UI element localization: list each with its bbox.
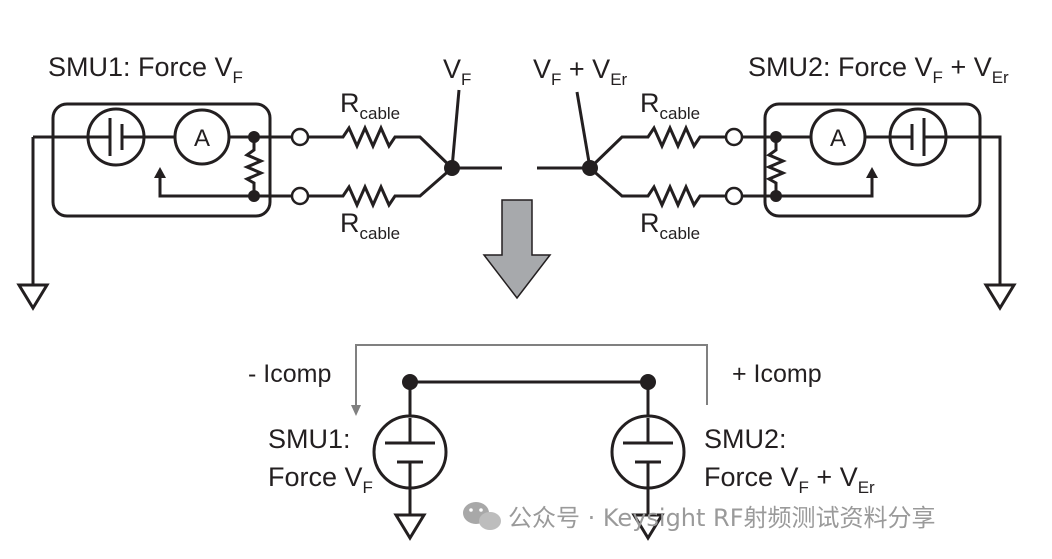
node-vfer-label: VF + VEr (533, 54, 628, 89)
smu1-box (51, 102, 272, 218)
node-vf-label: VF (443, 54, 471, 89)
bottom-ground-left-icon (393, 513, 427, 541)
watermark-text: 公众号 · Keysight RF射频测试资料分享 (508, 504, 936, 532)
smu1-ammeter-label: A (194, 125, 210, 152)
bottom-ground-right-icon (631, 513, 665, 541)
bottom-smu1-line2: Force VF (268, 462, 373, 497)
compliance-loop (355, 344, 708, 409)
wechat-icon (463, 502, 501, 530)
bottom-smu1-source-icon (372, 414, 448, 515)
smu1-ground-icon (16, 283, 50, 311)
rcable-right-top-label: Rcable (640, 88, 700, 123)
smu2-ground-icon (983, 283, 1017, 311)
transform-arrow (482, 199, 552, 300)
node-vf-dot (444, 160, 460, 176)
smu2-box (763, 102, 982, 218)
smu1-source-icon (86, 107, 146, 167)
node-vfer-dot (582, 160, 598, 176)
smu1-title: SMU1: Force VF (48, 52, 243, 87)
smu2-ammeter-label: A (830, 125, 846, 152)
bottom-smu2-line2: Force VF + VEr (704, 462, 875, 497)
bottom-smu2-source-icon (610, 414, 686, 515)
smu2-title: SMU2: Force VF + VEr (748, 52, 1009, 87)
compliance-loop-arrow (351, 405, 361, 416)
neg-icomp-label: - Icomp (248, 360, 331, 388)
rcable-right-top (588, 124, 726, 170)
bottom-smu1-line1: SMU1: (268, 424, 351, 454)
rcable-left-top (308, 124, 454, 170)
pos-icomp-label: + Icomp (732, 360, 822, 388)
bottom-smu2-line1: SMU2: (704, 424, 787, 454)
smu2-source-icon (888, 107, 948, 167)
rcable-left-bottom (308, 166, 453, 209)
rcable-right-bottom (589, 166, 726, 209)
rcable-right-bottom-label: Rcable (640, 208, 700, 243)
rcable-left-top-label: Rcable (340, 88, 400, 123)
rcable-left-bottom-label: Rcable (340, 208, 400, 243)
